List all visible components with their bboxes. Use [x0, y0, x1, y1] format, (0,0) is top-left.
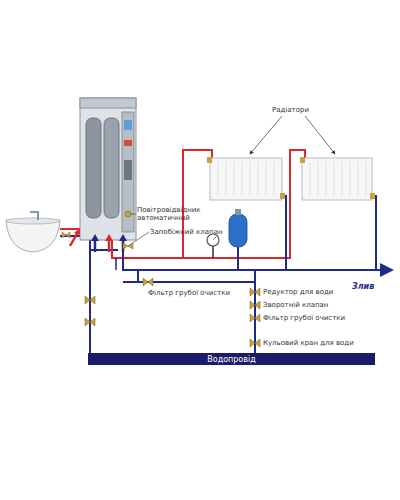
return-arrow-head [119, 234, 127, 241]
heating-return-pipe [282, 196, 286, 270]
boiler-top [80, 98, 136, 108]
tank-pipe [237, 246, 239, 270]
boiler-panel [124, 120, 132, 130]
supply-riser [89, 236, 91, 353]
radiator-valve [207, 157, 212, 163]
bypass-pipe [115, 258, 117, 270]
hot-arrow [70, 232, 78, 246]
make-up-pipe [137, 270, 139, 282]
radiator-valve [280, 193, 285, 199]
coarse-filter [250, 314, 260, 322]
air-vent [125, 211, 131, 217]
sink-tap [30, 212, 38, 220]
gauge-needle [213, 237, 216, 240]
coarse-filter [85, 318, 95, 326]
sink-rim [6, 218, 60, 224]
safety-valve [123, 243, 133, 249]
part-label: Радіатори [272, 106, 309, 114]
cold-arrow-head [91, 234, 99, 241]
band-text: Водопровід [207, 355, 255, 364]
boiler-pump [124, 160, 132, 180]
radiator [210, 158, 282, 200]
radiator-valve [370, 193, 375, 199]
part-label: Фільтр грубої очистки [263, 314, 345, 322]
hot-arrow-head [105, 234, 113, 241]
part-label: Кульовий кран для води [263, 339, 354, 347]
gauge-stem [212, 246, 214, 258]
filter-symbol [143, 278, 153, 286]
part-label: Запобіжний клапан [150, 228, 223, 236]
hot-arrow-head [74, 228, 80, 235]
water-supply-band: Водопровід [88, 353, 375, 365]
radiator [302, 158, 372, 200]
part-label: Фільтр грубої очистки [148, 289, 230, 297]
ball-valve [250, 339, 260, 347]
radiator-valve [300, 157, 305, 163]
part-label: Зворотній клапан [263, 301, 328, 309]
sink-valve [62, 232, 70, 238]
boiler-cabinet [80, 98, 136, 240]
expansion-tank [229, 214, 247, 247]
pressure-reducer [250, 288, 260, 296]
part-label: Редуктор для води [263, 288, 333, 296]
part-label: Повітровідвідник автоматичний [137, 206, 209, 222]
check-valve [250, 301, 260, 309]
sink-basin [6, 220, 60, 252]
leader-line [250, 116, 282, 154]
radiator-fins [218, 162, 274, 196]
leader-line [305, 116, 335, 154]
drain-pipe [376, 269, 392, 271]
heating-return-pipe [372, 196, 376, 270]
boiler-relay [124, 140, 132, 146]
ball-valve [85, 296, 95, 304]
heating-return-pipe [123, 240, 382, 270]
radiator-fins [310, 162, 366, 196]
boiler-cylinder [86, 118, 101, 218]
leader-line [131, 214, 136, 215]
hot-arrow [108, 240, 111, 252]
cold-arrow [94, 240, 97, 252]
heating-supply-pipe [112, 150, 305, 258]
water-inlet-riser [254, 270, 256, 353]
tank-cap [235, 209, 241, 215]
part-label: Злив [352, 282, 374, 291]
boiler-cylinder [104, 118, 119, 218]
